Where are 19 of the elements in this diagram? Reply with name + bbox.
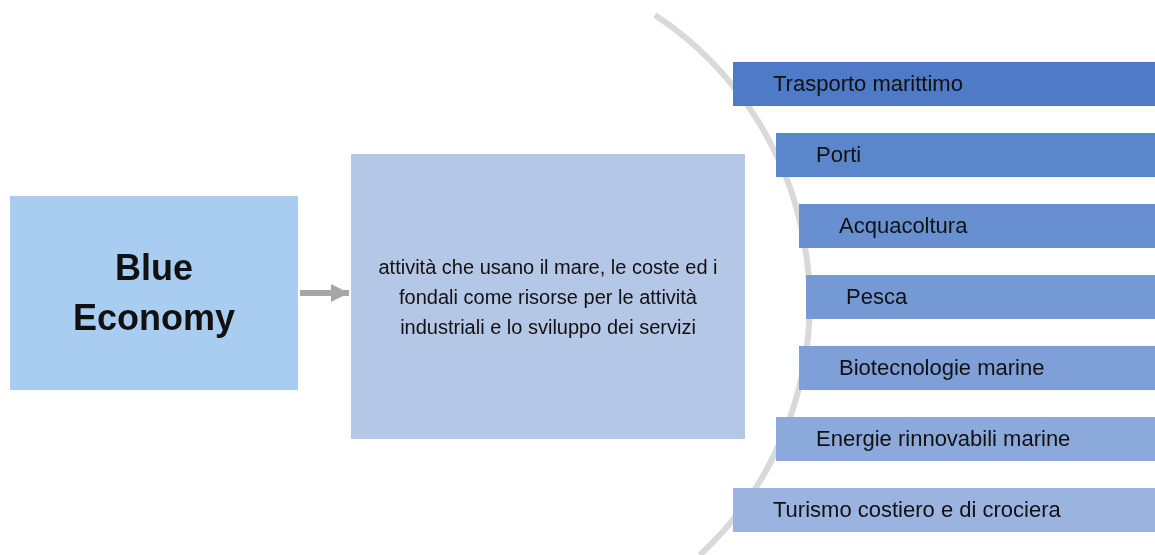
category-bar [733,62,1155,106]
category-bar [733,488,1155,532]
category-bar [776,133,1155,177]
category-bar [799,204,1155,248]
category-bar [806,275,1155,319]
category-label: Porti [815,142,862,168]
category-label: Biotecnologie marine [838,355,1045,381]
arrow [300,284,349,302]
description-text: attività che usano il mare, le coste ed i fondali come risorse per le attività industriali e lo sviluppo dei servizi [377,254,719,340]
category-label: Pesca [845,284,908,310]
category-label: Trasporto marittimo [772,71,963,97]
category-label: Turismo costiero e di crociera [772,497,1061,523]
category-bar [799,346,1155,390]
title-text: Blue Economy [71,245,236,340]
category-label: Acquacoltura [838,213,968,239]
category-bar [776,417,1155,461]
description-box [351,154,745,439]
title-box [10,196,298,390]
category-label: Energie rinnovabili marine [815,426,1071,452]
